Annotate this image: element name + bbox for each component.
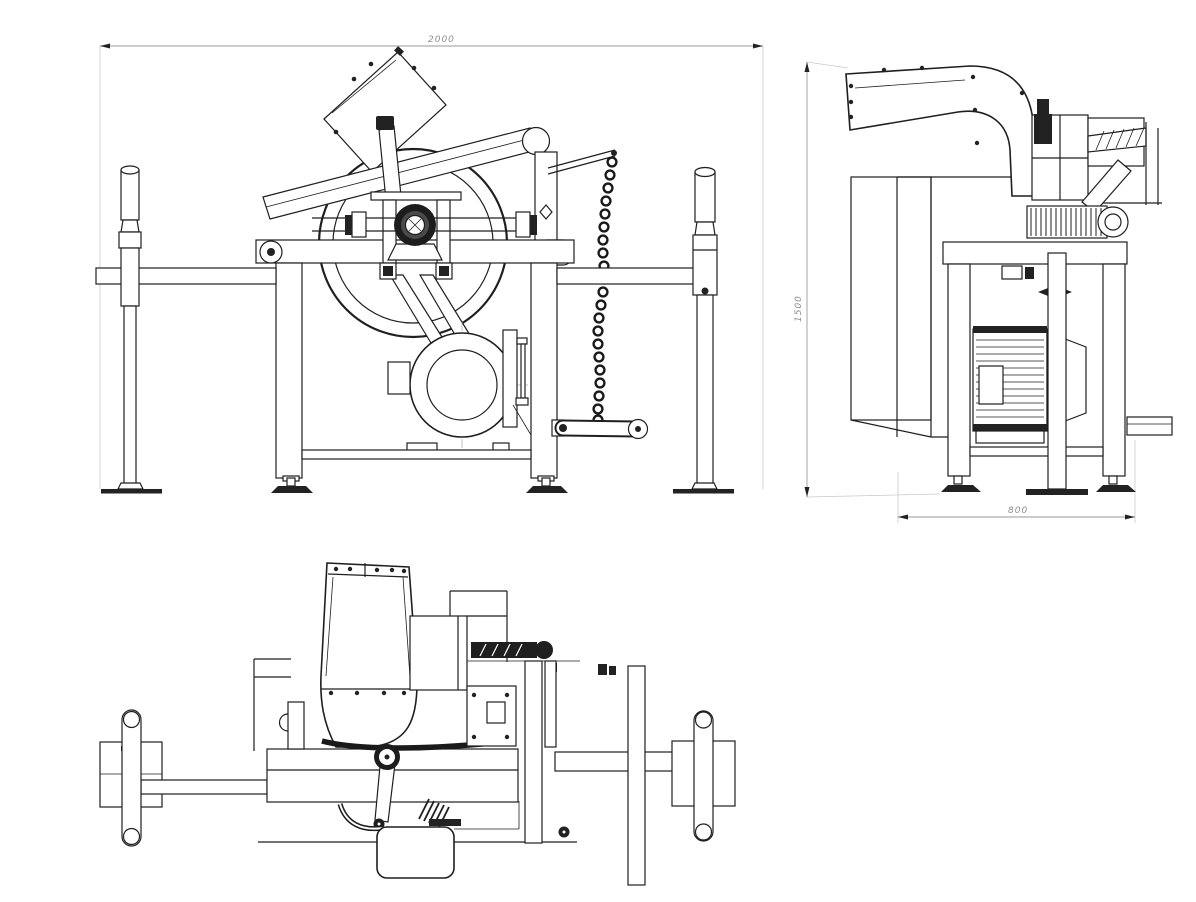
side-rails bbox=[95, 267, 705, 296]
tension-chain bbox=[547, 149, 618, 426]
discharge-chute bbox=[845, 65, 1036, 197]
front-view: 2000 bbox=[95, 35, 764, 494]
side-height-label: 1500 bbox=[794, 295, 804, 322]
housing-plan bbox=[409, 590, 517, 747]
side-frame bbox=[941, 241, 1136, 492]
cutter-head bbox=[1031, 99, 1162, 213]
tension-lever bbox=[554, 418, 649, 440]
top-view bbox=[99, 562, 736, 886]
feed-roller-plan bbox=[467, 641, 616, 675]
main-bearing-assembly bbox=[312, 191, 537, 280]
side-height-dimension: 1500 bbox=[794, 61, 941, 498]
left-support-post bbox=[101, 165, 162, 494]
right-support-post bbox=[673, 166, 734, 494]
side-width-dimension: 800 bbox=[897, 440, 1136, 523]
feed-hopper bbox=[323, 46, 447, 173]
center-post bbox=[1026, 252, 1173, 495]
rear-panel bbox=[850, 176, 1032, 438]
lower-discharge bbox=[387, 274, 544, 456]
electric-motor bbox=[972, 326, 1087, 444]
feed-roller bbox=[1026, 205, 1129, 239]
right-handle-assembly bbox=[524, 660, 736, 886]
side-view: 1500 800 bbox=[794, 61, 1173, 523]
front-width-label: 2000 bbox=[428, 35, 455, 45]
side-width-label: 800 bbox=[1008, 506, 1028, 516]
crank-and-pedal bbox=[337, 744, 520, 879]
left-handle-assembly bbox=[99, 709, 268, 847]
